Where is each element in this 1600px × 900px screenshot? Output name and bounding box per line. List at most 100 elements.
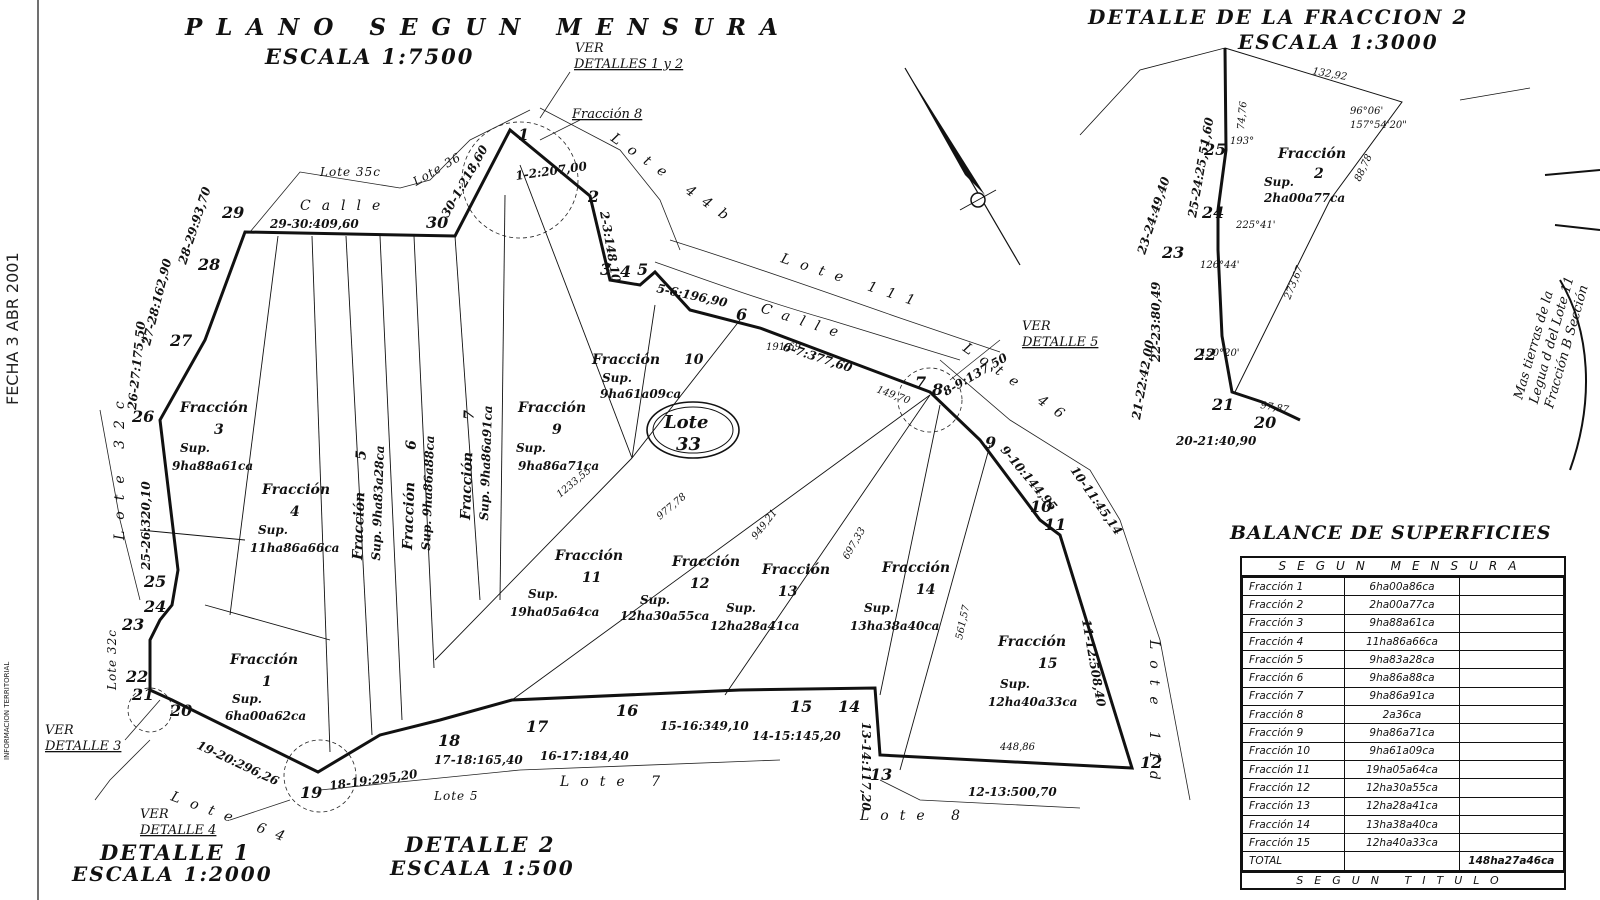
balance-empty-cell <box>1458 796 1565 816</box>
balance-fraction-name: Fracción 7 <box>1241 686 1346 707</box>
lote-33-marker: Lote 33 <box>646 401 740 459</box>
detail2-vertex-23: 23 <box>1161 243 1184 262</box>
fraction-1-label: Fracción 1 Sup. 6ha00a62ca <box>225 652 306 723</box>
balance-fraction-area: 9ha88a61ca <box>1344 613 1460 633</box>
svg-text:12ha40a33ca: 12ha40a33ca <box>988 695 1077 709</box>
leader-detalles <box>539 71 571 119</box>
svg-text:Lote: Lote <box>663 412 708 433</box>
north-arrow <box>904 67 1021 266</box>
calle-north-edge <box>249 109 531 233</box>
svg-text:Sup.: Sup. <box>232 692 262 706</box>
svg-text:9ha88a61ca: 9ha88a61ca <box>172 459 253 473</box>
vertex-10: 10 <box>1030 497 1052 516</box>
property-perimeter <box>148 127 1135 774</box>
svg-text:Fracción: Fracción <box>997 634 1066 650</box>
svg-text:6: 6 <box>403 440 419 451</box>
seg-25-26: 25-26:320,10 <box>139 481 153 571</box>
lot-35c: Lote 35c <box>319 165 381 179</box>
svg-text:11ha86a66ca: 11ha86a66ca <box>250 541 339 555</box>
balance-fraction-name: Fracción 11 <box>1241 759 1346 780</box>
detail2-fraction-name: Fracción <box>1277 146 1346 162</box>
vertex-28: 28 <box>197 255 220 274</box>
svg-text:12: 12 <box>690 576 710 592</box>
svg-text:11: 11 <box>582 570 601 586</box>
balance-fraction-area: 9ha61a09ca <box>1344 741 1460 761</box>
detail-fraction-2-title: DETALLE DE LA FRACCION 2 <box>1088 5 1469 29</box>
seg-16-17: 16-17:184,40 <box>540 749 629 763</box>
balance-fraction-area: 9ha86a71ca <box>1344 723 1460 743</box>
measure-191: 191,69 <box>766 342 802 353</box>
balance-fraction-name: Fracción 13 <box>1241 796 1346 816</box>
seg-14-15: 14-15:145,20 <box>752 729 841 743</box>
div-10c <box>631 319 741 459</box>
div-13 <box>724 394 931 696</box>
balance-empty-cell <box>1458 631 1565 652</box>
detalle-2-title: DETALLE 2 <box>405 832 556 857</box>
detail2-seg-21-22: 21-22:42,00 <box>1129 338 1157 421</box>
detail2-angles: 193° 225°41' 126°44' 150°20' 96°06' 157°… <box>1200 106 1407 359</box>
svg-text:Fracción: Fracción <box>179 400 248 416</box>
lot-11d: Lote 11d <box>1146 639 1162 791</box>
balance-fraction-name: Fracción 9 <box>1241 723 1346 743</box>
balance-fraction-name: Fracción 5 <box>1241 650 1346 670</box>
lot-32c-upper: Lote 32c <box>112 390 128 541</box>
lote-64-edge <box>94 739 151 801</box>
balance-empty-cell <box>1458 741 1565 761</box>
balance-empty-cell <box>1458 686 1565 707</box>
svg-text:Fracción: Fracción <box>591 352 660 368</box>
detalle-1-circle <box>283 739 357 813</box>
balance-title: BALANCE DE SUPERFICIES <box>1230 522 1552 544</box>
div-12 <box>511 394 931 701</box>
div-10a <box>519 164 633 459</box>
seg-29-30: 29-30:409,60 <box>269 217 359 231</box>
vertex-24: 24 <box>143 597 166 616</box>
fraction-3-label: Fracción 3 Sup. 9ha88a61ca <box>172 400 253 473</box>
reference-notes: VER DETALLES 1 y 2 Fracción 8 VER DETALL… <box>44 41 1098 838</box>
balance-fraction-area: 9ha86a88ca <box>1344 668 1460 688</box>
seg-10-11: 10-11:45,14 <box>1068 464 1126 538</box>
vertex-21: 21 <box>131 685 154 704</box>
vertex-9: 9 <box>985 433 996 452</box>
svg-text:1: 1 <box>262 674 272 690</box>
detalle-3-circle <box>127 687 173 733</box>
svg-text:Fracción: Fracción <box>761 562 830 578</box>
detail2-vertex-24: 24 <box>1201 203 1224 222</box>
svg-text:5: 5 <box>353 450 369 460</box>
svg-text:Fracción: Fracción <box>400 482 418 552</box>
svg-text:12ha30a55ca: 12ha30a55ca <box>620 609 709 623</box>
balance-fraction-area: 12ha30a55ca <box>1344 778 1460 798</box>
detail2-context-east <box>1459 87 1531 101</box>
leader-detalle4 <box>229 799 291 821</box>
svg-text:Sup.: Sup. <box>1000 677 1030 691</box>
svg-text:Fracción: Fracción <box>671 554 740 570</box>
svg-text:9ha86a71ca: 9ha86a71ca <box>518 459 599 473</box>
seg-12-13: 12-13:500,70 <box>968 785 1057 799</box>
div-11a <box>434 457 633 661</box>
calle-east-edge-inner <box>654 261 961 361</box>
svg-text:Sup.: Sup. <box>640 593 670 607</box>
vertex-25: 25 <box>143 572 166 591</box>
balance-empty-cell <box>1458 613 1565 633</box>
balance-fraction-name: Fracción 2 <box>1241 595 1346 615</box>
div-3-4 <box>139 529 246 541</box>
measure-977: 977,78 <box>655 491 689 522</box>
vertex-11: 11 <box>1044 515 1066 534</box>
detalle-1-scale: ESCALA 1:2000 <box>72 862 273 886</box>
svg-text:Fracción: Fracción <box>229 652 298 668</box>
fraction-labels: Fracción 1 Sup. 6ha00a62ca Fracción 3 Su… <box>172 352 1077 723</box>
fraction-5-label: Fracción 5 Sup. 9ha83a28ca <box>350 445 387 561</box>
vertex-16: 16 <box>616 701 638 720</box>
seg-17-18: 17-18:165,40 <box>434 753 523 767</box>
detalle-2-scale: ESCALA 1:500 <box>390 856 575 880</box>
note-ver-detalles-1: VER <box>575 41 604 56</box>
lot-64: Lote 64 <box>168 788 297 848</box>
svg-text:9ha61a09ca: 9ha61a09ca <box>600 387 681 401</box>
vertex-20: 20 <box>169 701 192 720</box>
note-ver-detalle3-2: DETALLE 3 <box>44 739 121 754</box>
div-9-x <box>454 235 481 601</box>
svg-text:9ha83a28ca: 9ha83a28ca <box>370 445 387 527</box>
